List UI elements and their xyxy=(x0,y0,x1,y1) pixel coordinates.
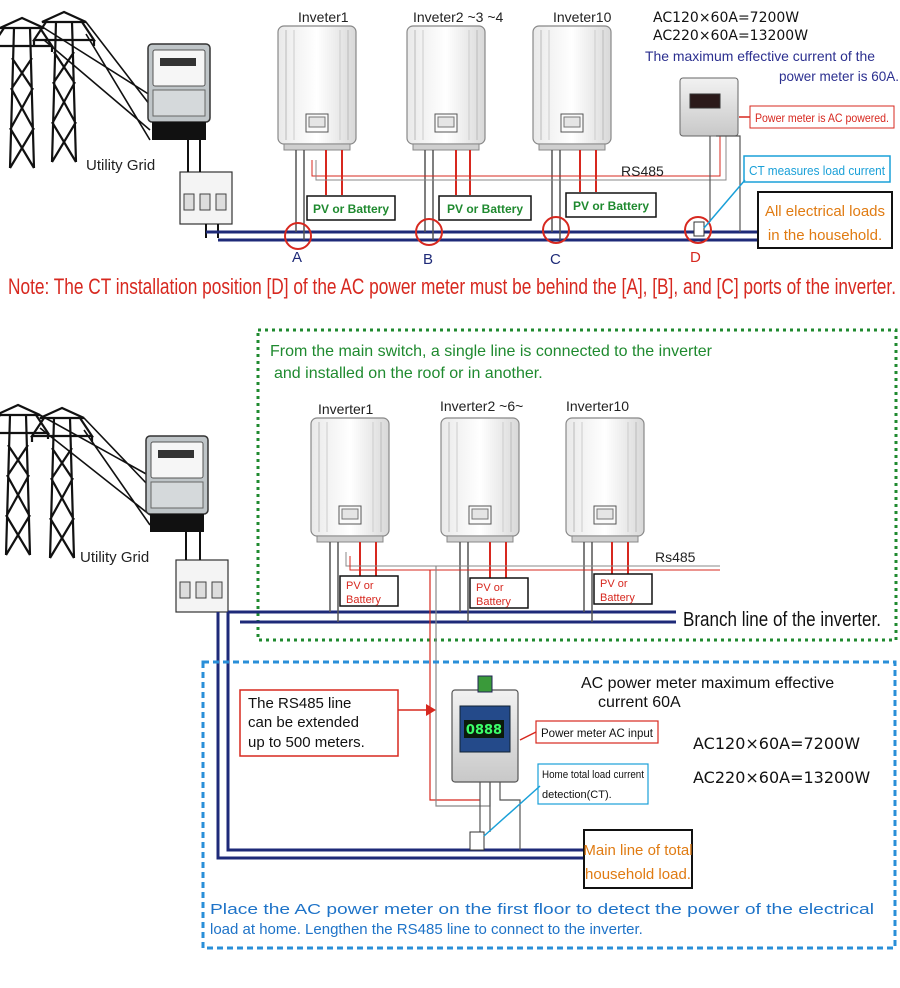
power-tower-icon xyxy=(32,10,96,164)
spec-line-1: AC120×60A=7200W xyxy=(693,734,860,753)
port-a-label: A xyxy=(292,249,302,266)
ct-measure-label: CT measures load current xyxy=(749,163,885,178)
inverter-2 xyxy=(440,417,520,543)
power-tower-icon xyxy=(0,403,50,557)
inverter-10 xyxy=(565,417,645,543)
port-d-label: D xyxy=(690,249,701,266)
max-current-line-1: The maximum effective current of the xyxy=(645,48,875,64)
pv-label-line-1: PV or xyxy=(476,582,504,594)
ct-sensor-icon xyxy=(469,831,485,851)
rs485-extension-box xyxy=(239,689,399,757)
branch-line-label: Branch line of the inverter. xyxy=(683,609,881,631)
inverter-1 xyxy=(277,25,357,151)
rs485-ext-line-3: up to 500 meters. xyxy=(248,734,365,751)
main-household-line xyxy=(216,612,584,860)
pv-label-line-1: PV or xyxy=(600,578,628,590)
ct-detect-line-2: detection(CT). xyxy=(542,789,612,801)
spec-line-1: AC120×60A=7200W xyxy=(653,10,799,26)
main-line-1: Main line of total xyxy=(583,842,692,859)
loads-line-1: All electrical loads xyxy=(765,203,885,220)
green-note-line-1: From the main switch, a single line is c… xyxy=(270,343,713,360)
meter-display-value: 0888 xyxy=(466,723,502,738)
spec-line-2: AC220×60A=13200W xyxy=(653,28,808,44)
port-b-marker xyxy=(415,218,443,246)
inverter-1-label: Inverter1 xyxy=(318,401,373,417)
port-a-marker xyxy=(284,222,312,250)
meter-powered-label: Power meter is AC powered. xyxy=(755,111,889,125)
pv-label-line-2: Battery xyxy=(476,596,511,608)
rs485-ext-line-2: can be extended xyxy=(248,714,359,731)
pv-label-line-2: Battery xyxy=(346,594,381,606)
inverter-10 xyxy=(532,25,612,151)
footer-note-line-1: Place the AC power meter on the first fl… xyxy=(210,901,874,918)
loads-line-2: in the household. xyxy=(768,227,882,244)
port-d-marker xyxy=(684,216,712,244)
meter-max-line-2: current 60A xyxy=(598,694,681,711)
bottom-diagram: From the main switch, a single line is c… xyxy=(0,328,898,950)
port-b-label: B xyxy=(423,251,433,268)
port-c-marker xyxy=(542,216,570,244)
pv-battery-label: PV or Battery xyxy=(573,199,649,213)
inverter-2-label: Inveter2 ~3 ~4 xyxy=(413,9,504,25)
meter-ac-input-label: Power meter AC input xyxy=(541,726,654,740)
inverter-10-label: Inverter10 xyxy=(566,398,629,414)
main-household-line xyxy=(226,612,584,852)
rs485-ext-line-1: The RS485 line xyxy=(248,695,351,712)
max-current-line-2: power meter is 60A. xyxy=(779,68,899,84)
top-diagram: Utility Grid Inveter1 Inveter2 ~3 ~4 Inv… xyxy=(0,9,899,299)
pv-label-line-2: Battery xyxy=(600,592,635,604)
utility-grid-label: Utility Grid xyxy=(80,549,149,566)
main-breaker-icon xyxy=(175,559,229,613)
household-loads-box xyxy=(757,191,893,249)
main-breaker-icon xyxy=(179,171,233,225)
inverter-zone-frame xyxy=(256,328,898,642)
inverter-2-label: Inverter2 ~6~ xyxy=(440,398,523,414)
ct-installation-note: Note: The CT installation position [D] o… xyxy=(8,274,896,299)
household-load-box xyxy=(583,829,693,889)
inverter-1-label: Inveter1 xyxy=(298,9,349,25)
ct-detect-line-1: Home total load current xyxy=(542,769,644,781)
green-note-line-2: and installed on the roof or in another. xyxy=(274,365,543,382)
inverter-10-label: Inveter10 xyxy=(553,9,612,25)
meter-zone-frame xyxy=(201,660,897,950)
footer-note-line-2: load at home. Lengthen the RS485 line to… xyxy=(210,921,643,938)
rs485-label: RS485 xyxy=(621,163,664,179)
power-tower-icon xyxy=(30,406,94,560)
utility-grid-label: Utility Grid xyxy=(86,157,155,174)
pv-battery-label: PV or Battery xyxy=(313,202,389,216)
main-line-2: household load. xyxy=(585,866,691,883)
port-c-label: C xyxy=(550,251,561,268)
pv-label-line-1: PV or xyxy=(346,580,374,592)
kwh-meter-icon xyxy=(145,435,209,533)
inverter-2 xyxy=(406,25,486,151)
pv-battery-label: PV or Battery xyxy=(447,202,523,216)
spec-line-2: AC220×60A=13200W xyxy=(693,768,870,787)
meter-max-line-1: AC power meter maximum effective xyxy=(581,675,834,692)
inverter-1 xyxy=(310,417,390,543)
rs485-label: Rs485 xyxy=(655,549,696,565)
